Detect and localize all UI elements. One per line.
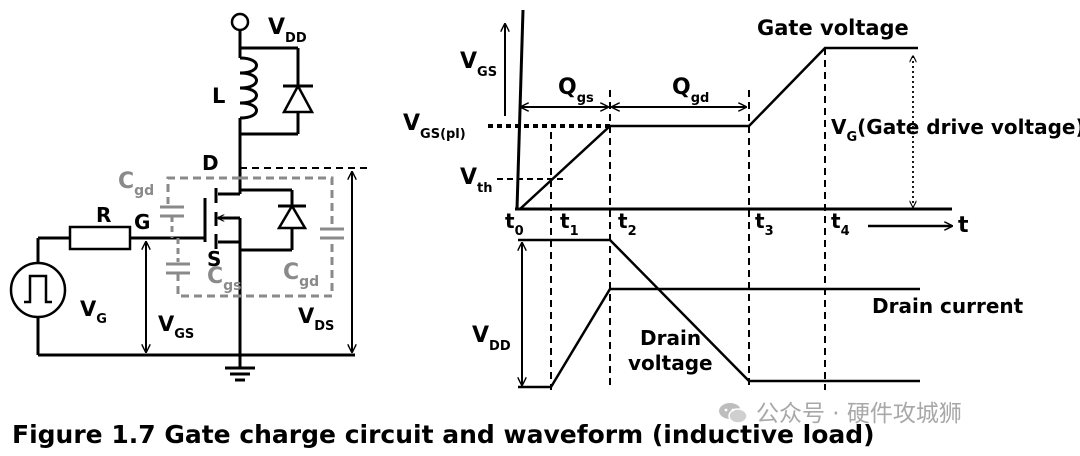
qgd-label: Qgd — [672, 75, 709, 106]
vdd-waveform-label: VDD — [472, 323, 511, 354]
gate-label: G — [134, 210, 150, 234]
t1-label: t1 — [560, 209, 579, 239]
t4-label: t4 — [831, 209, 850, 239]
ground-symbol — [225, 355, 255, 382]
pulse-icon — [24, 274, 52, 304]
watermark: 公众号 · 硬件攻城狮 — [718, 394, 962, 428]
mosfet — [203, 188, 242, 249]
vth-label: Vth — [460, 165, 493, 196]
gate-voltage-label: Gate voltage — [757, 16, 909, 40]
t2-label: t2 — [618, 209, 637, 239]
waveform-plot — [488, 9, 952, 390]
vds-label: VDS — [298, 304, 334, 334]
inductor-label: L — [212, 84, 225, 108]
inductor — [239, 56, 258, 120]
gate-resistor — [68, 225, 132, 251]
watermark-text: 公众号 · 硬件攻城狮 — [756, 401, 962, 427]
vgs-plateau-label: VGS(pl) — [403, 111, 466, 142]
vgs-axis-line — [515, 9, 525, 210]
drain-voltage-label-line2: voltage — [628, 351, 713, 375]
resistor-label: R — [96, 203, 111, 227]
vg-label: VG — [80, 297, 107, 327]
figure-caption: Figure 1.7 Gate charge circuit and wavef… — [12, 420, 875, 449]
pulse-source — [9, 261, 67, 319]
t0-label: t0 — [505, 209, 524, 239]
body-diode — [276, 203, 308, 230]
gate-voltage-curve — [519, 46, 918, 210]
source-label: S — [207, 247, 221, 271]
circuit-schematic — [9, 12, 368, 382]
cgd-right-label: Cgd — [283, 260, 319, 290]
cgs-label: Cgs — [207, 264, 242, 294]
drain-current-curve — [518, 287, 920, 389]
drain-voltage-label-line1: Drain — [640, 326, 701, 350]
drain-label: D — [202, 151, 219, 175]
cgd-left-label: Cgd — [118, 169, 154, 199]
vdd-terminal — [230, 12, 250, 32]
vdd-label: VDD — [268, 15, 307, 46]
qgs-label: Qgs — [558, 75, 594, 106]
t-axis-label: t — [958, 213, 969, 238]
drain-current-label: Drain current — [872, 294, 1024, 318]
flyback-diode — [281, 83, 315, 134]
vgs-label: VGS — [158, 312, 194, 342]
parasitic-capacitors — [160, 176, 344, 298]
drain-voltage-curve — [518, 238, 920, 383]
vg-drive-label: VG(Gate drive voltage) — [831, 115, 1080, 145]
t3-label: t3 — [755, 209, 774, 239]
vgs-axis-label: VGS — [460, 49, 497, 80]
wechat-icon — [719, 403, 748, 424]
